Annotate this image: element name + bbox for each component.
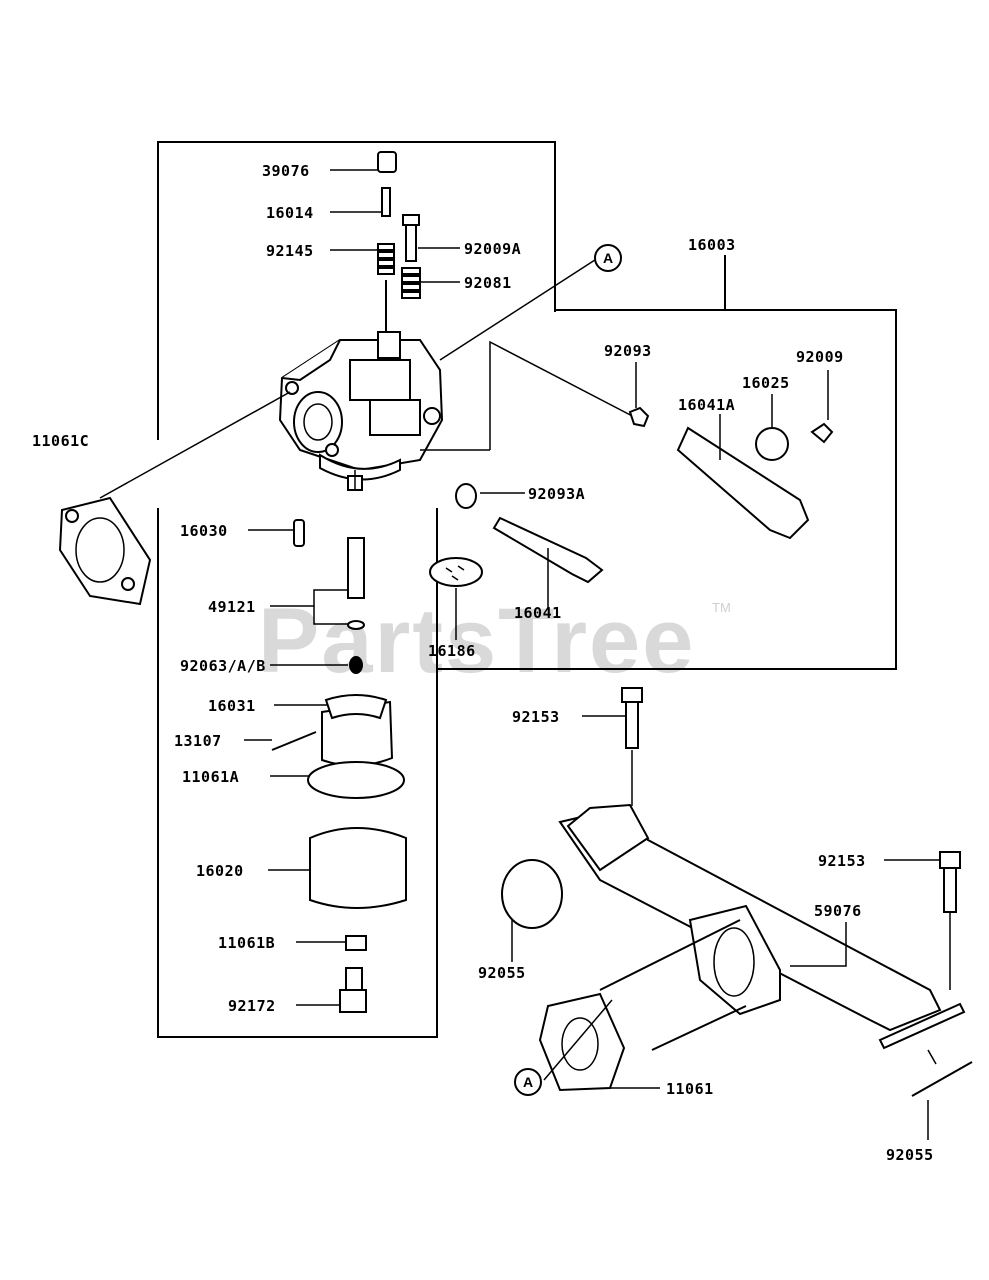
leaders-manifold xyxy=(511,715,951,1140)
label-16041a: 16041A xyxy=(678,396,735,414)
label-92055-bottom: 92055 xyxy=(886,1146,934,1164)
watermark-text: PartsTree xyxy=(258,590,695,692)
label-11061b: 11061B xyxy=(218,934,275,952)
choke-parts xyxy=(429,406,834,587)
carburetor-group-frame xyxy=(157,141,556,1038)
label-16031: 16031 xyxy=(208,697,256,715)
label-16186: 16186 xyxy=(428,642,476,660)
callout-a-top: A xyxy=(594,244,622,272)
label-16041: 16041 xyxy=(514,604,562,622)
leaders-choke xyxy=(455,362,829,640)
carburetor-body xyxy=(278,331,444,491)
label-92172: 92172 xyxy=(228,997,276,1015)
label-11061: 11061 xyxy=(666,1080,714,1098)
label-11061a: 11061A xyxy=(182,768,239,786)
label-13107: 13107 xyxy=(174,732,222,750)
label-92145: 92145 xyxy=(266,242,314,260)
watermark: PartsTree TM xyxy=(258,590,731,692)
pilot-jet-stack xyxy=(377,151,421,332)
intake-manifold xyxy=(501,687,973,1097)
callout-a-bottom: A xyxy=(514,1068,542,1096)
label-92153-right: 92153 xyxy=(818,852,866,870)
label-16014: 16014 xyxy=(266,204,314,222)
part-labels: 39076 16014 92145 92009A 92081 11061C 16… xyxy=(32,162,934,1164)
label-92055-left: 92055 xyxy=(478,964,526,982)
callout-a-bottom-label: A xyxy=(523,1074,533,1090)
watermark-trademark: TM xyxy=(712,600,731,615)
label-49121: 49121 xyxy=(208,598,256,616)
label-92153-top: 92153 xyxy=(512,708,560,726)
label-92081: 92081 xyxy=(464,274,512,292)
label-16030: 16030 xyxy=(180,522,228,540)
label-92093: 92093 xyxy=(604,342,652,360)
label-16003: 16003 xyxy=(688,236,736,254)
label-16025: 16025 xyxy=(742,374,790,392)
callout-a-top-label: A xyxy=(603,250,613,266)
label-92009: 92009 xyxy=(796,348,844,366)
label-92009a: 92009A xyxy=(464,240,521,258)
label-92063-a-b: 92063/A/B xyxy=(180,657,266,675)
main-jet-stack xyxy=(271,519,407,1013)
label-92093a: 92093A xyxy=(528,485,585,503)
choke-group-frame xyxy=(437,255,897,670)
gasket-11061c xyxy=(58,496,152,606)
leaders-left xyxy=(99,169,641,1006)
label-59076: 59076 xyxy=(814,902,862,920)
label-16020: 16020 xyxy=(196,862,244,880)
label-11061c: 11061C xyxy=(32,432,89,450)
label-39076: 39076 xyxy=(262,162,310,180)
